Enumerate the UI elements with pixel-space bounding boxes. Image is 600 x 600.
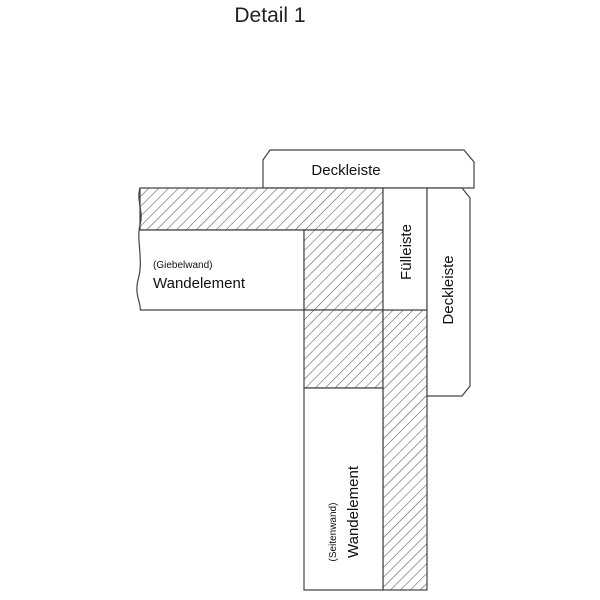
label-side-note: (Seitenwand) bbox=[328, 503, 339, 562]
fuelleiste-strip bbox=[382, 187, 428, 311]
side-wall-hatched-layer bbox=[382, 309, 428, 591]
label-gable-name: Wandelement bbox=[153, 275, 246, 292]
label-deckleiste-top: Deckleiste bbox=[311, 162, 380, 179]
deckleiste-side-strip bbox=[426, 187, 471, 397]
label-fuelleiste: Fülleiste bbox=[398, 224, 415, 280]
label-gable-note: (Giebelwand) bbox=[153, 260, 212, 271]
deckleiste-top-strip bbox=[262, 149, 475, 189]
corner-post-lower bbox=[303, 309, 384, 389]
diagram-title: Detail 1 bbox=[234, 4, 306, 27]
corner-post-upper bbox=[303, 229, 384, 311]
side-wall-panel bbox=[303, 387, 384, 591]
label-side-name: Wandelement bbox=[345, 465, 362, 558]
label-deckleiste-side: Deckleiste bbox=[440, 255, 457, 324]
gable-wall-hatched-layer bbox=[139, 187, 384, 231]
gable-wall-break-line bbox=[136, 187, 142, 311]
